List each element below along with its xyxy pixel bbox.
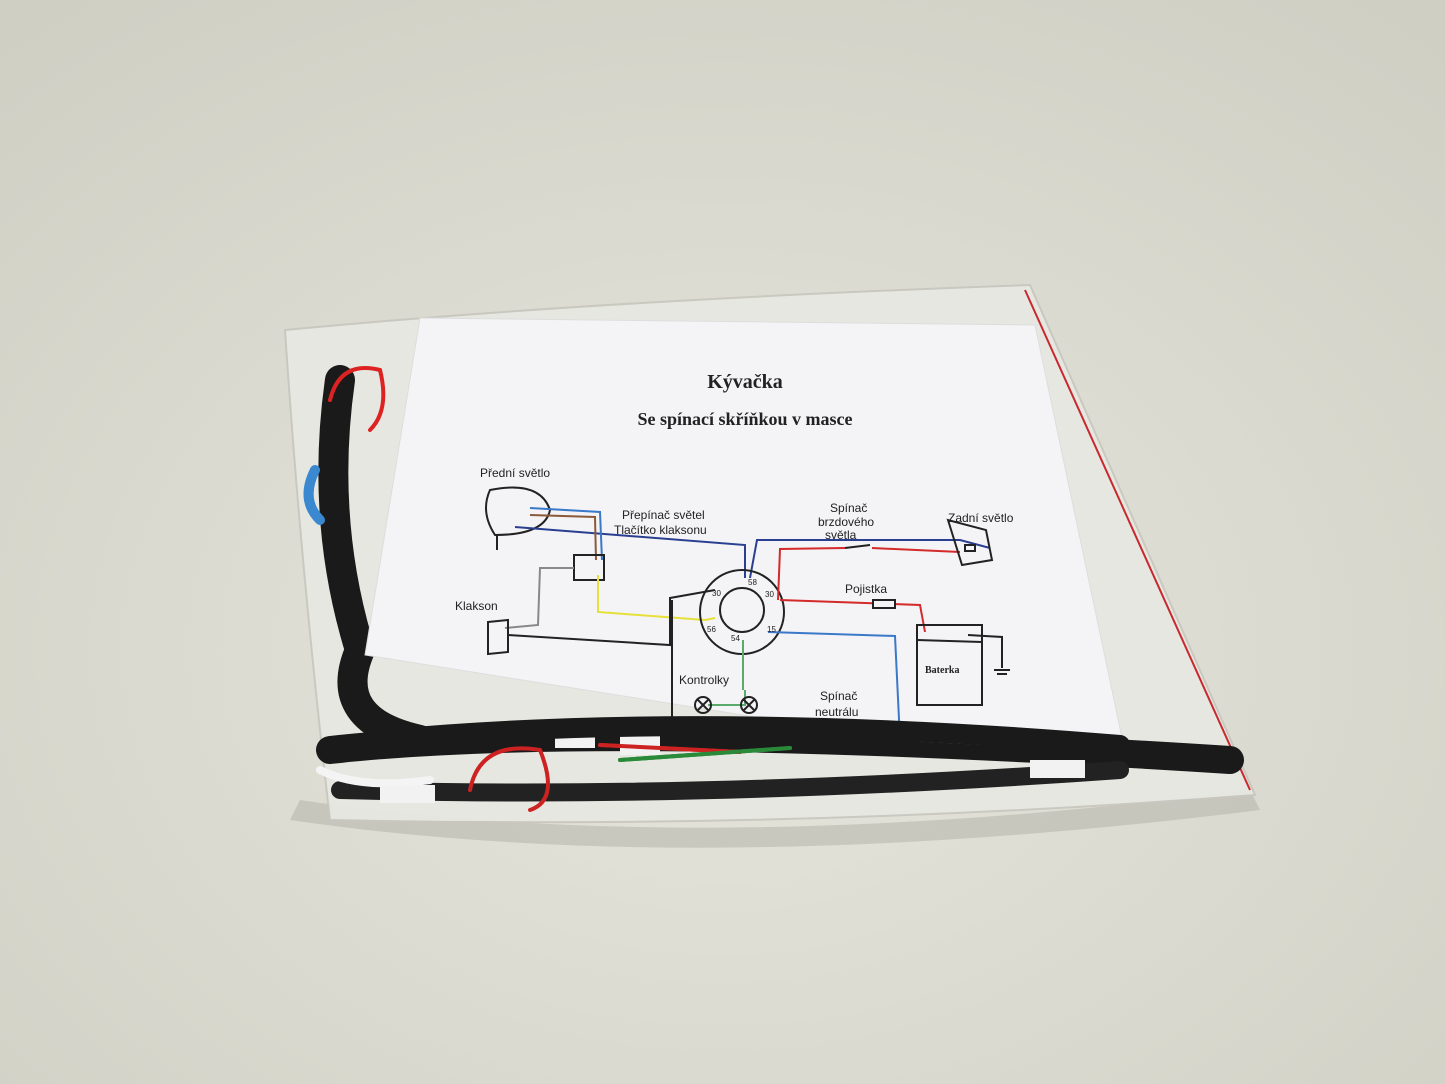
label-brake-switch-1: Spínač xyxy=(830,501,867,515)
label-light-switch: Přepínač světel xyxy=(622,508,705,522)
label-horn-button: Tlačítko klaksonu xyxy=(614,523,707,537)
label-battery: Baterka xyxy=(925,665,959,676)
terminal-54: 54 xyxy=(731,634,740,643)
label-brake-switch-2: brzdového xyxy=(818,515,874,529)
sheet-title: Kývačka xyxy=(707,371,783,393)
label-fuse: Pojistka xyxy=(845,582,887,596)
label-brake-switch-3: světla xyxy=(825,528,857,542)
terminal-56: 56 xyxy=(707,625,716,634)
label-neutral-switch-1: Spínač xyxy=(820,689,857,703)
label-front-light: Přední světlo xyxy=(480,466,550,480)
rear-light-symbol xyxy=(946,518,994,567)
headlight-symbol xyxy=(485,486,552,537)
battery-symbol xyxy=(916,624,983,706)
label-horn: Klakson xyxy=(455,599,498,613)
bag-shadow xyxy=(290,790,1260,848)
indicator-lamp xyxy=(740,696,758,714)
front-wires xyxy=(370,716,1130,762)
wiring-diagram: Přední světlo Přepínač světel Tlačítko k… xyxy=(455,466,1014,741)
fuse-symbol xyxy=(872,599,896,609)
terminal-30-right: 30 xyxy=(765,590,774,599)
terminal-15: 15 xyxy=(767,625,776,634)
indicator-lamp xyxy=(694,696,712,714)
horn-symbol xyxy=(487,618,509,656)
label-rear-light: Zadní světlo xyxy=(948,511,1014,525)
terminal-58: 58 xyxy=(748,578,757,587)
zip-seal xyxy=(1024,289,1251,791)
sheet-subtitle: Se spínací skříňkou v masce xyxy=(637,409,852,429)
label-neutral-switch-2: neutrálu xyxy=(815,705,858,719)
label-indicators: Kontrolky xyxy=(679,673,729,687)
terminal-30-left: 30 xyxy=(712,589,721,598)
